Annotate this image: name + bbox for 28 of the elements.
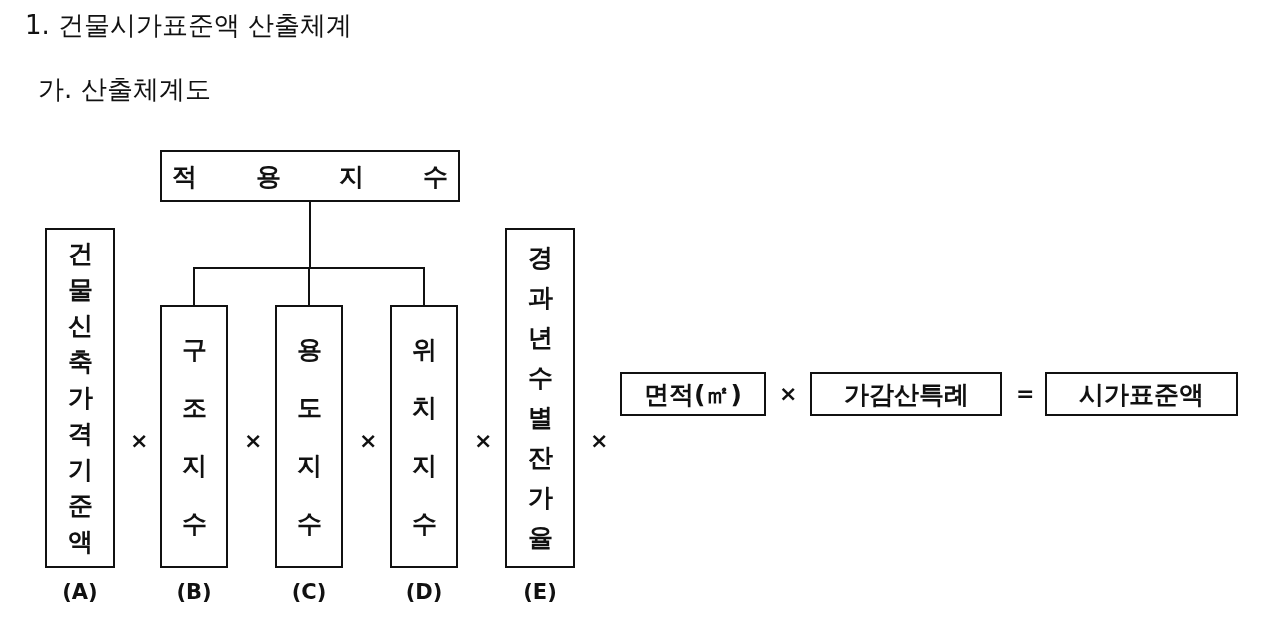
box-label: 가감산특례: [843, 378, 969, 411]
box-label: 용도지수: [295, 333, 323, 540]
heading: 1. 건물시가표준액 산출체계: [25, 9, 353, 42]
box-label: 면적(㎡): [644, 378, 742, 411]
box-label: 건물신축가격기준액: [66, 238, 94, 558]
operator: ×: [359, 428, 378, 453]
box-label: 시가표준액: [1079, 378, 1204, 411]
term-box: [1045, 372, 1238, 416]
box-label: 경과년수별잔가율: [526, 242, 554, 554]
term-box: [160, 150, 460, 202]
box-label: 적 용 지 수: [171, 160, 449, 193]
box-label: 위치지수: [410, 333, 438, 540]
term-box: [620, 372, 766, 416]
subheading: 가. 산출체계도: [38, 73, 211, 106]
connector-line: [309, 201, 425, 306]
operator: =: [1016, 381, 1035, 406]
box-label: 구조지수: [180, 333, 208, 540]
item-letter: (D): [405, 580, 443, 604]
operator: ×: [779, 381, 798, 406]
operator: ×: [474, 428, 493, 453]
operator: ×: [590, 428, 609, 453]
item-letter: (C): [291, 580, 327, 604]
term-box: [810, 372, 1002, 416]
item-letter: (E): [523, 580, 557, 604]
item-letter: (B): [176, 580, 212, 604]
operator: ×: [244, 428, 263, 453]
item-letter: (A): [62, 580, 98, 604]
operator: ×: [130, 428, 149, 453]
